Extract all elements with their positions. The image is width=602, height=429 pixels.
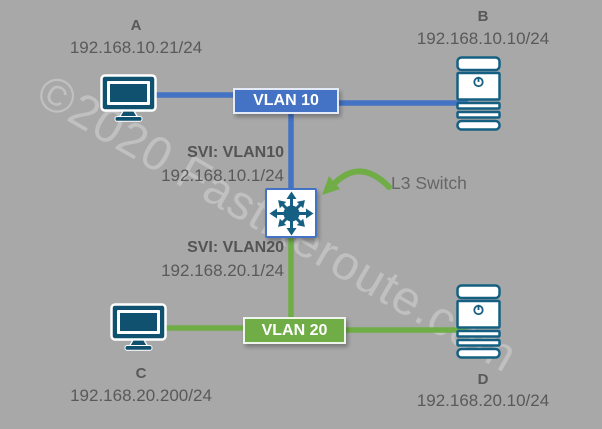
l3-switch-icon [269,191,313,235]
host-d-ip: 192.168.20.10/24 [416,391,550,410]
host-a-ip: 192.168.10.21/24 [69,38,203,57]
vlan20-badge: VLAN 20 [243,317,346,344]
svi-vlan10-ip: 192.168.10.1/24 [161,166,284,185]
l3-switch-node [265,188,317,238]
vlan10-badge: VLAN 10 [233,88,339,114]
host-b-ip: 192.168.10.10/24 [416,29,550,48]
host-a-name: A [130,17,142,34]
host-d-name: D [477,371,489,388]
server-icon-host-b [456,56,501,131]
host-c-name: C [135,365,147,382]
svi-vlan10-label: SVI: VLAN10 [187,144,284,161]
power-icon [473,76,484,88]
pc-icon-host-a [100,74,157,122]
host-b-name: B [477,8,489,25]
pc-icon-host-c [110,303,167,351]
callout-arrow-icon [322,168,392,195]
l3-switch-callout: L3 Switch [391,173,467,193]
host-c-ip: 192.168.20.200/24 [70,386,212,405]
server-icon-host-d [456,284,501,359]
svi-vlan20-label: SVI: VLAN20 [187,239,284,256]
svi-vlan20-ip: 192.168.20.1/24 [161,261,284,280]
power-icon [473,304,484,316]
